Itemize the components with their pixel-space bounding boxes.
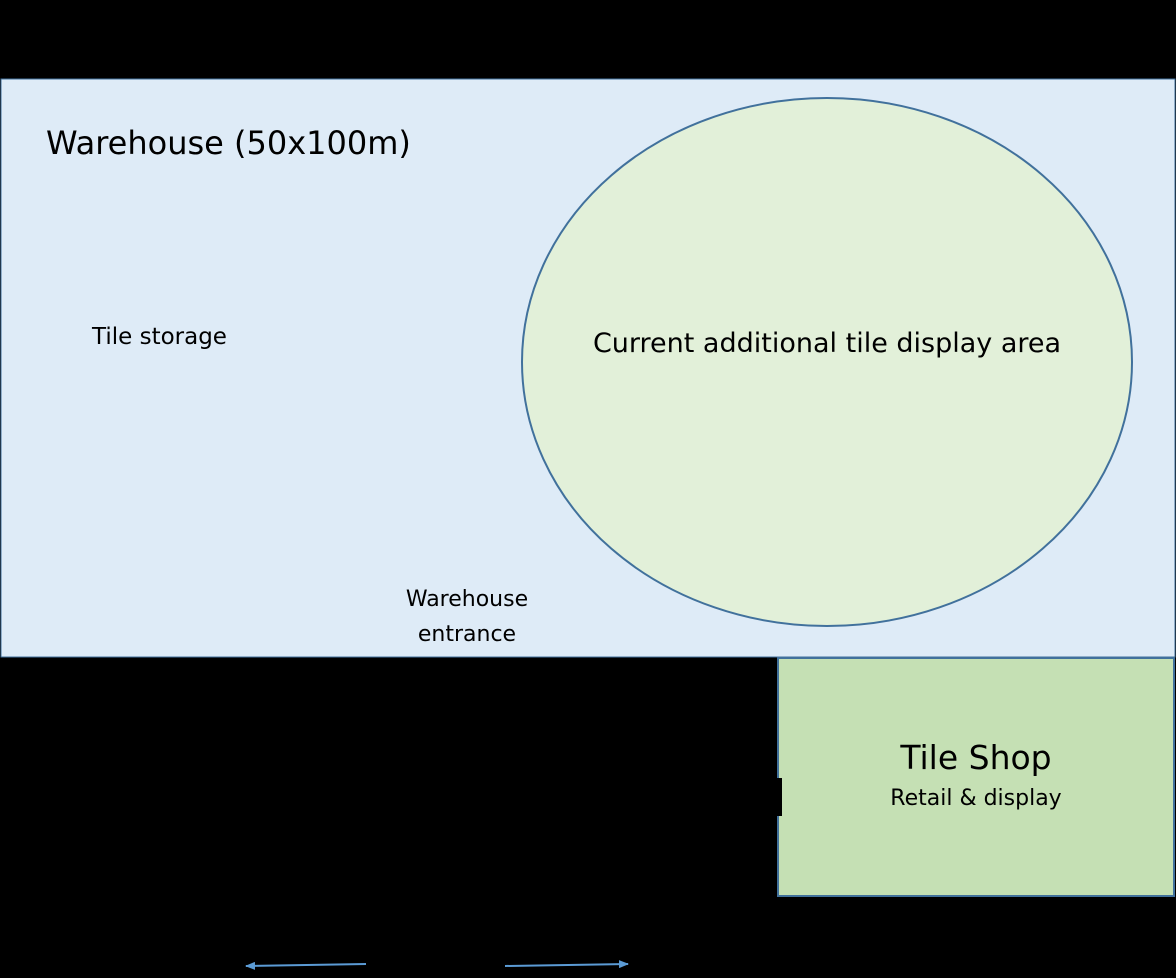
warehouse-title: Warehouse (50x100m) (46, 124, 411, 162)
shop-door (772, 778, 782, 816)
left-arrow (245, 961, 367, 970)
right-arrow (504, 960, 629, 969)
warehouse-entrance-label: Warehouse entrance (405, 587, 529, 647)
tile-shop-title: Tile Shop (900, 738, 1052, 777)
tile-shop-building (777, 657, 1175, 897)
display-area-label: Current additional tile display area (592, 328, 1062, 359)
tile-shop-subtitle: Retail & display (890, 786, 1062, 811)
display-area-ellipse (521, 97, 1133, 627)
tile-storage-label: Tile storage (92, 324, 227, 350)
